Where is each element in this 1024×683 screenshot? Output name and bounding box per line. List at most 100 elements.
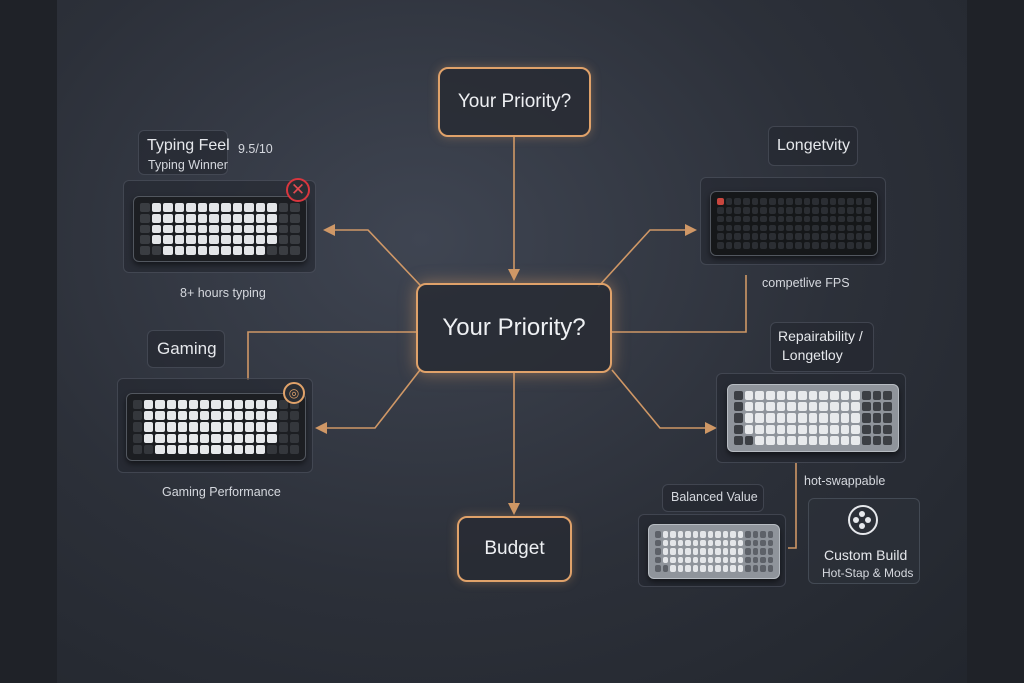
keycap	[692, 548, 698, 555]
keycap	[766, 424, 775, 434]
gaming-keyboard-card[interactable]	[117, 378, 313, 473]
keycap	[743, 206, 750, 214]
keycap	[151, 213, 162, 223]
keycap	[767, 531, 773, 538]
keycap	[812, 215, 819, 223]
keycap	[289, 433, 299, 443]
keycap	[189, 422, 199, 432]
keycap	[864, 206, 871, 214]
keycap	[730, 565, 736, 572]
keycap	[755, 391, 764, 401]
connector-to-typing	[323, 224, 421, 286]
keycap	[847, 198, 854, 205]
keycap	[233, 444, 243, 454]
keycap	[222, 400, 232, 410]
keycap	[140, 203, 150, 212]
keycap	[255, 246, 266, 255]
balanced-keyboard-card[interactable]	[638, 514, 786, 587]
keycap	[177, 444, 187, 454]
target-icon[interactable]: ◎	[283, 382, 305, 404]
keycap	[855, 224, 863, 232]
keycap	[786, 215, 793, 223]
keycap	[151, 235, 162, 245]
keycap	[245, 400, 255, 410]
keycap	[670, 565, 676, 572]
keycap	[760, 233, 767, 241]
keycap	[838, 206, 845, 214]
budget-node[interactable]: Budget	[457, 516, 572, 582]
keycap	[186, 235, 196, 245]
keycap	[760, 556, 766, 564]
keycap	[798, 424, 807, 434]
keycap	[715, 539, 721, 547]
keycap	[766, 402, 775, 412]
keycap	[166, 422, 176, 432]
keycap	[163, 213, 173, 223]
keycap	[760, 531, 766, 538]
keycap	[786, 224, 793, 232]
center-priority-node[interactable]: Your Priority?	[416, 283, 612, 373]
longevity-caption: competlive FPS	[762, 276, 850, 290]
keycap	[864, 233, 871, 241]
keycap	[760, 198, 767, 205]
longevity-keyboard-card[interactable]	[700, 177, 886, 265]
keycap	[715, 531, 721, 538]
keycap	[872, 391, 882, 401]
keycap	[278, 433, 288, 443]
keycap	[819, 391, 828, 401]
keycap	[734, 224, 741, 232]
keycap	[144, 400, 154, 410]
repair-keyboard-card[interactable]	[716, 373, 906, 463]
keycap	[798, 435, 807, 445]
keycap	[209, 224, 219, 234]
connector-repair-custom	[788, 463, 797, 549]
keycap	[864, 215, 871, 223]
keycap	[862, 402, 871, 412]
keycap	[267, 224, 277, 234]
keycap	[177, 411, 187, 421]
keycap	[803, 242, 811, 249]
keycap	[745, 539, 751, 547]
keycap	[760, 215, 767, 223]
repair-caption: hot-swappable	[804, 474, 886, 488]
keycap	[700, 556, 706, 564]
keycap	[840, 435, 850, 445]
keycap	[255, 224, 266, 234]
keycap	[144, 433, 154, 443]
keycap	[197, 213, 208, 223]
keycap	[821, 224, 828, 232]
keycap	[155, 422, 165, 432]
keycap	[725, 233, 733, 241]
typing-keyboard-card[interactable]	[123, 180, 316, 273]
keycap	[821, 198, 828, 205]
keycap	[232, 213, 243, 223]
keycap	[278, 400, 288, 410]
keycap	[760, 548, 766, 555]
keycap	[692, 556, 698, 564]
keycap	[855, 242, 863, 249]
keycap	[717, 206, 724, 214]
keycap	[734, 424, 743, 434]
keycap	[267, 235, 277, 245]
keycap	[256, 400, 266, 410]
keycap	[221, 224, 231, 234]
keycap	[700, 531, 706, 538]
keycap	[700, 539, 706, 547]
keycap	[755, 424, 764, 434]
keycap	[267, 203, 277, 212]
keycap	[278, 224, 289, 234]
typing-keyboard-image	[133, 196, 307, 262]
keycap	[752, 539, 758, 547]
keycap	[209, 246, 219, 255]
keycap	[233, 411, 243, 421]
top-priority-node[interactable]: Your Priority?	[438, 67, 591, 137]
keycap	[211, 411, 221, 421]
x-circle-icon[interactable]: ✕	[286, 178, 310, 202]
keycap	[221, 203, 231, 212]
keycap	[200, 422, 210, 432]
keycap	[769, 198, 776, 205]
longevity-keyboard-image	[710, 191, 878, 256]
keycap	[725, 242, 733, 249]
keycap	[233, 400, 243, 410]
keycap	[769, 206, 776, 214]
